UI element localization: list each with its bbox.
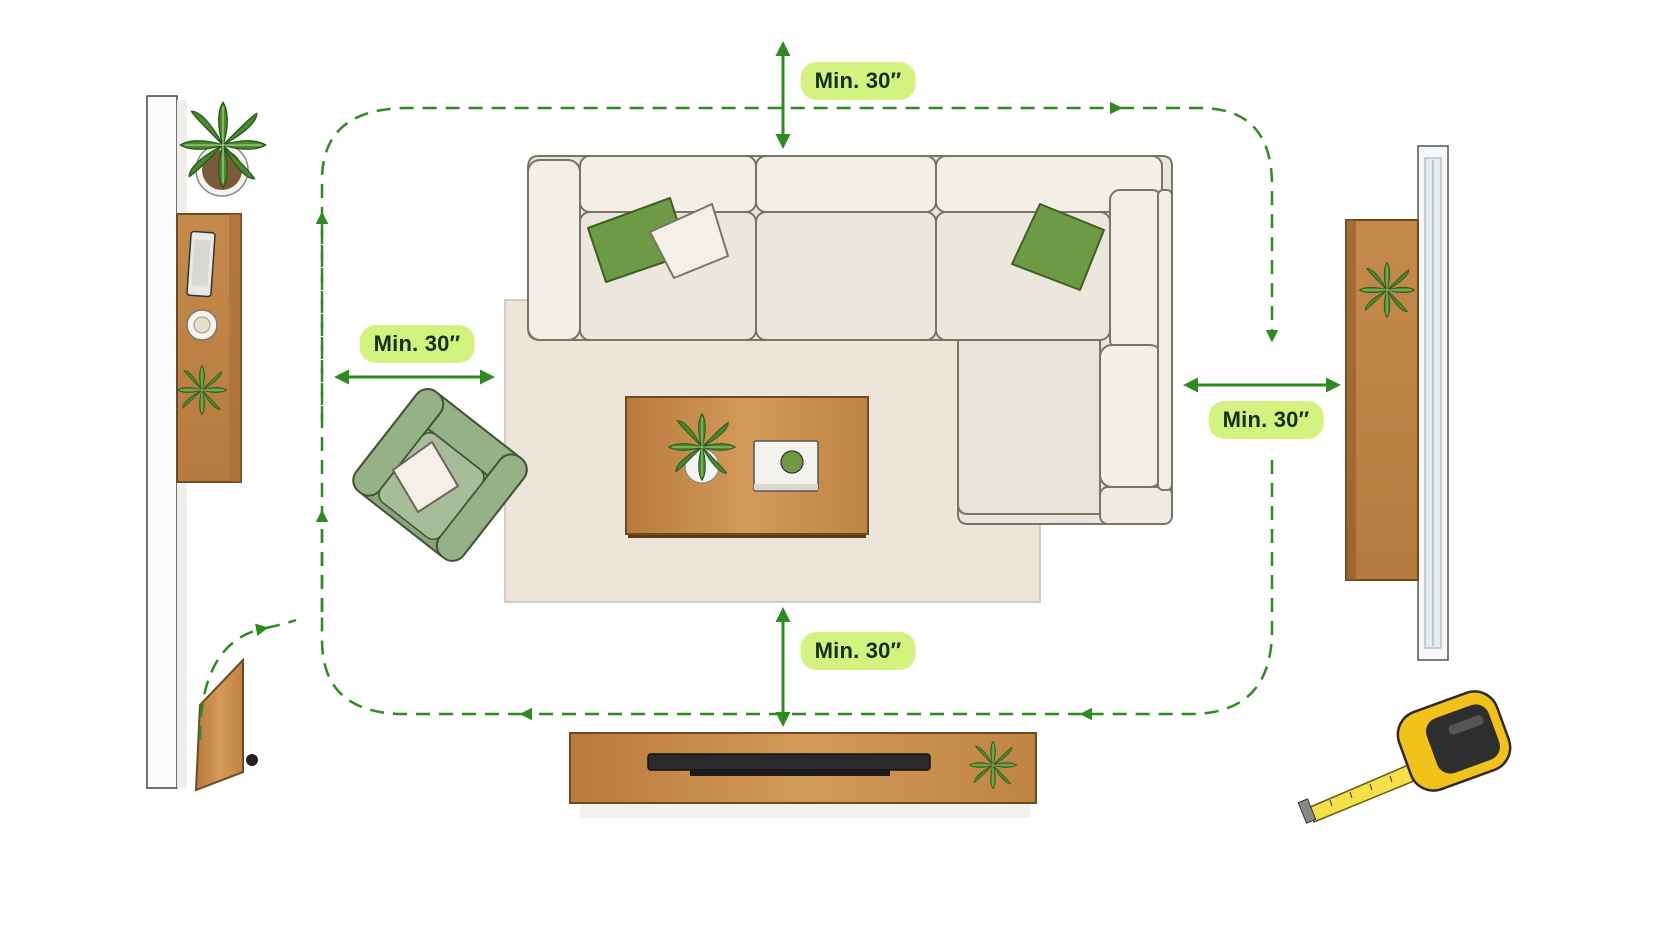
left-clearance-label: Min. 30″: [359, 325, 475, 363]
bottom-clearance-label: Min. 30″: [800, 632, 916, 670]
clearance-arrows: [334, 41, 1341, 727]
green-pillow: [1011, 203, 1105, 291]
left-wall: [146, 95, 178, 789]
coffee-table: [625, 396, 869, 538]
cream-pillow: [392, 441, 459, 513]
potted-plant-icon: [179, 101, 267, 197]
tape-measure-icon: [1297, 690, 1512, 824]
tablet-icon: [186, 230, 216, 298]
coaster-icon: [186, 309, 218, 341]
right-console-table: [1345, 219, 1419, 581]
door: [194, 657, 258, 792]
book-icon: [753, 440, 819, 492]
right-clearance-label: Min. 30″: [1208, 401, 1324, 439]
top-clearance-label: Min. 30″: [800, 62, 916, 100]
tv-icon: [647, 753, 931, 776]
circulation-path: [198, 101, 1279, 741]
potted-plant-icon: [668, 413, 736, 484]
window-wall: [1417, 145, 1449, 661]
cream-pillow: [649, 203, 729, 279]
